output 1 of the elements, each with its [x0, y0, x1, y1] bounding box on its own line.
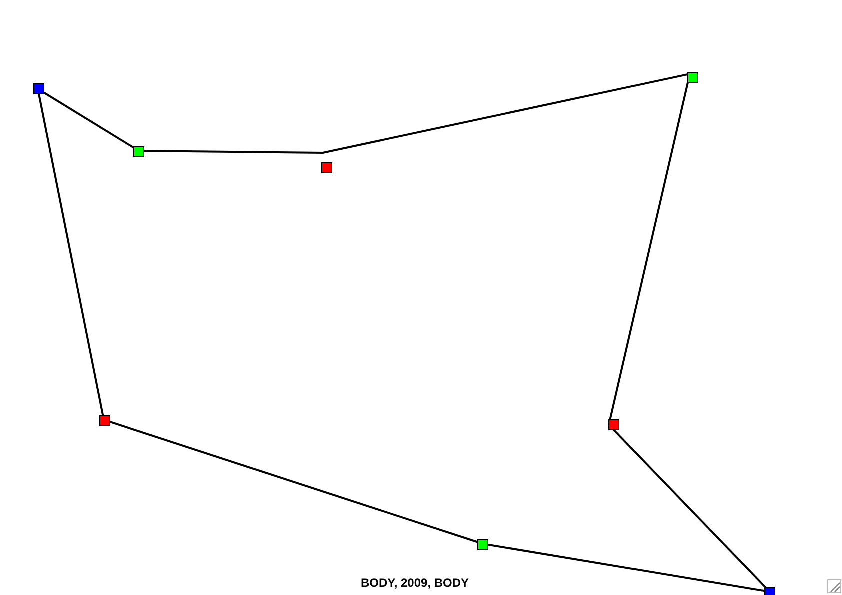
caption-text: BODY, 2009, BODY [361, 576, 470, 590]
